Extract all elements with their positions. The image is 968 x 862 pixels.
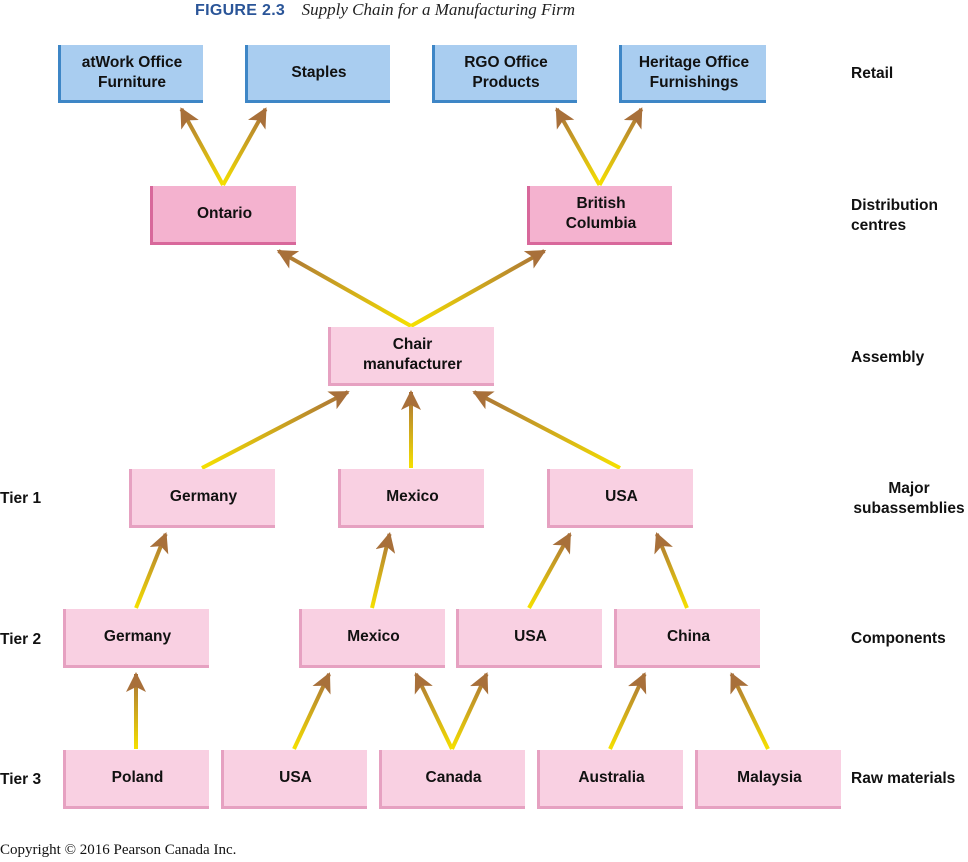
level-label-subassemblies: Major subassemblies	[853, 480, 965, 517]
flow-arrow-t2-usa-to-t1-usa	[527, 532, 572, 609]
tier-label-3: Tier 3	[0, 771, 42, 788]
node-tier1-mexico: Mexico	[338, 469, 484, 528]
node-dc-ontario: Ontario	[150, 186, 296, 245]
flow-arrow-assembly-chair-to-dc-ontario	[276, 249, 412, 328]
flow-arrow-t3-australia-to-t2-china	[608, 672, 647, 750]
node-retail-staples: Staples	[245, 45, 390, 103]
flow-arrow-dc-bc-to-retail-rgo	[555, 107, 602, 186]
node-tier3-canada: Canada	[379, 750, 525, 809]
level-label-assembly: Assembly	[851, 349, 925, 366]
level-label-retail: Retail	[851, 65, 894, 82]
node-tier3-poland: Poland	[63, 750, 209, 809]
node-retail-rgo: RGO Office Products	[432, 45, 577, 103]
flow-arrow-t2-germany-to-t1-germany	[134, 532, 169, 609]
level-label-components: Components	[851, 630, 946, 647]
node-tier1-germany: Germany	[129, 469, 275, 528]
flow-arrow-dc-ontario-to-retail-staples	[221, 107, 268, 186]
node-dc-british-columbia: British Columbia	[527, 186, 672, 245]
node-tier2-germany: Germany	[63, 609, 209, 668]
figure-title: Supply Chain for a Manufacturing Firm	[301, 0, 576, 19]
tier-label-2: Tier 2	[0, 631, 42, 648]
flow-arrow-dc-bc-to-retail-heritage	[597, 107, 644, 186]
flow-arrow-dc-ontario-to-retail-atwork	[179, 107, 225, 186]
node-tier2-china: China	[614, 609, 760, 668]
flow-arrow-t3-canada-to-t2-usa	[450, 672, 489, 750]
flow-arrow-t1-usa-to-assembly-chair	[472, 390, 621, 470]
node-retail-heritage: Heritage Office Furnishings	[619, 45, 766, 103]
node-tier3-usa: USA	[221, 750, 367, 809]
level-label-distribution: Distribution centres	[851, 197, 938, 234]
figure-number: FIGURE 2.3	[195, 2, 286, 19]
node-retail-atwork: atWork Office Furniture	[58, 45, 203, 103]
flow-arrow-t2-china-to-t1-usa	[654, 532, 689, 609]
level-label-raw-materials: Raw materials	[851, 770, 956, 787]
node-tier1-usa: USA	[547, 469, 693, 528]
node-tier2-mexico: Mexico	[299, 609, 445, 668]
flow-arrow-t1-germany-to-assembly-chair	[201, 390, 350, 470]
node-tier2-usa: USA	[456, 609, 602, 668]
node-tier3-australia: Australia	[537, 750, 683, 809]
copyright-notice: Copyright © 2016 Pearson Canada Inc.	[0, 842, 237, 858]
flow-arrow-assembly-chair-to-dc-bc	[410, 249, 547, 328]
node-chair-manufacturer: Chair manufacturer	[328, 327, 494, 386]
flow-arrow-t3-malaysia-to-t2-china	[729, 672, 770, 750]
flow-arrow-t3-canada-to-t2-mexico	[414, 672, 454, 750]
flow-arrow-t2-mexico-to-t1-mexico	[370, 532, 396, 609]
figure-heading: FIGURE 2.3 Supply Chain for a Manufactur…	[195, 0, 575, 22]
node-tier3-malaysia: Malaysia	[695, 750, 841, 809]
tier-label-1: Tier 1	[0, 490, 42, 507]
flow-arrow-t3-usa-to-t2-mexico	[292, 672, 331, 750]
